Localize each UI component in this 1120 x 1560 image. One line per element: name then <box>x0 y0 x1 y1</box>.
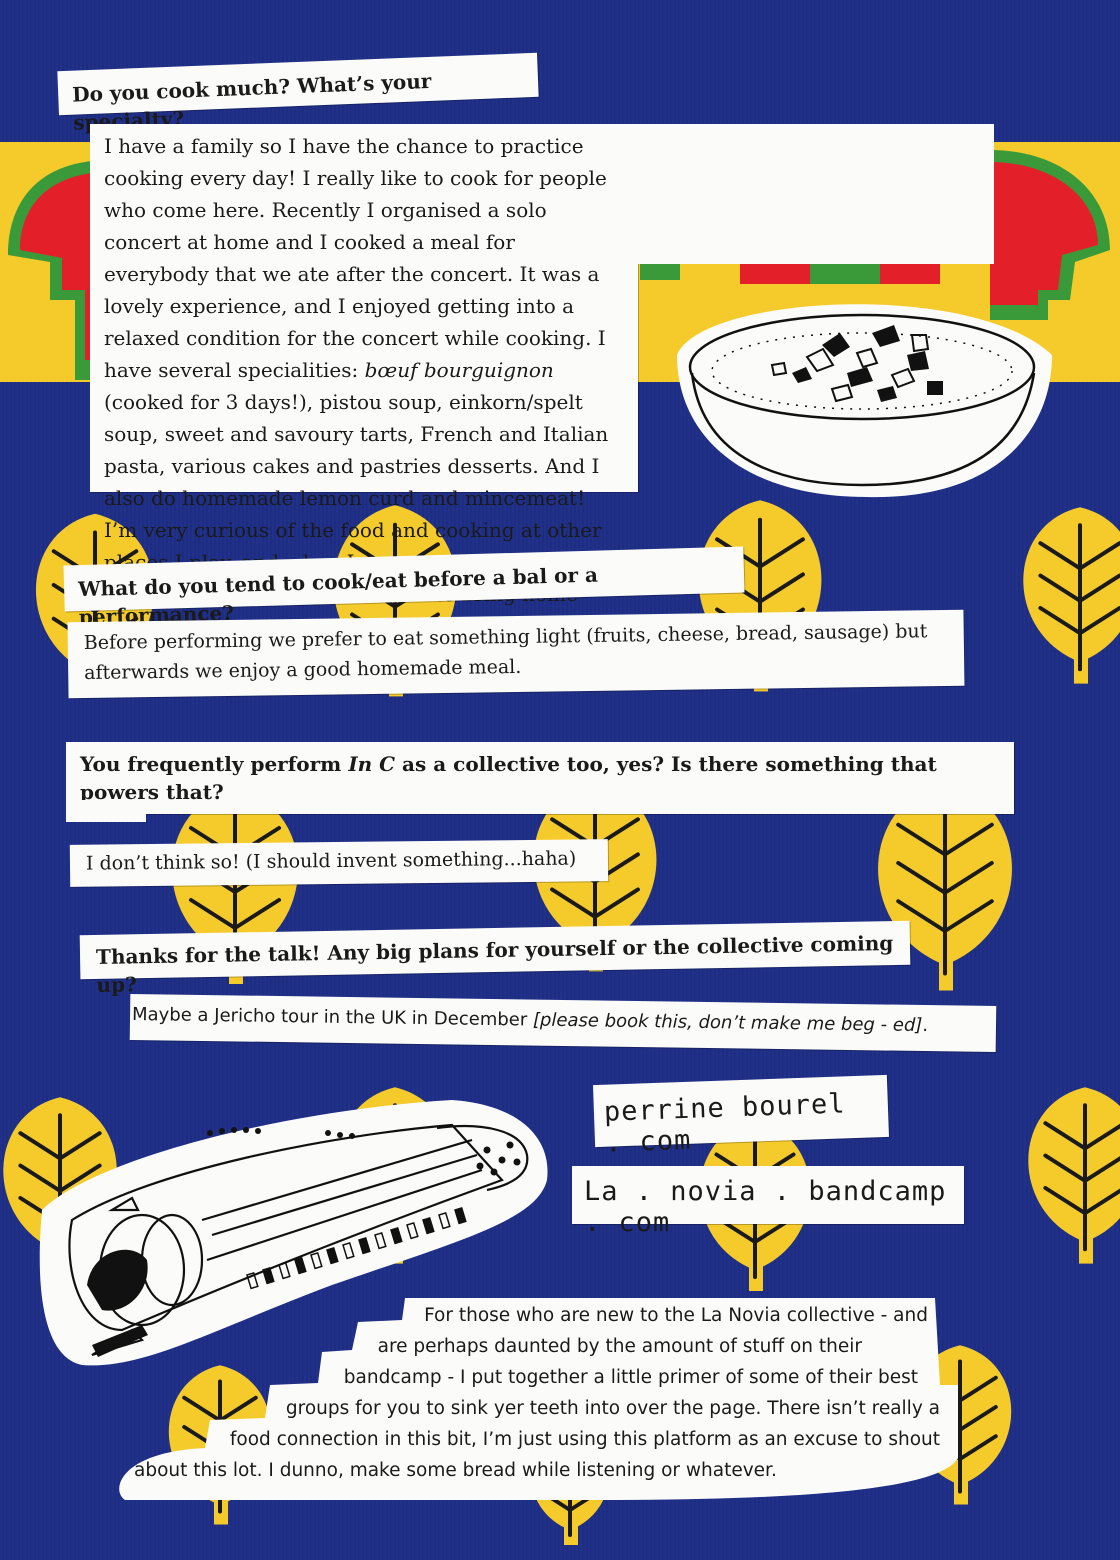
answer-cook-much: I have a family so I have the chance to … <box>90 124 638 638</box>
instrument-key <box>310 1252 323 1270</box>
note-line: about this lot. I dunno, make some bread… <box>134 1460 777 1481</box>
instrument-key <box>262 1267 275 1285</box>
instrument-key <box>374 1232 387 1250</box>
answer-cook-much-intro: I have a family so I have the chance to … <box>104 134 607 382</box>
instrument-key <box>438 1212 451 1230</box>
instrument-key <box>278 1262 291 1280</box>
tree-icon <box>1023 507 1120 684</box>
question-in-c-collective: You frequently perform In C as a collect… <box>66 742 1014 814</box>
instrument-key <box>342 1242 355 1260</box>
instrument-key <box>422 1217 435 1235</box>
question-slip-tail <box>66 800 146 822</box>
mushroom-icon <box>990 150 1110 320</box>
tree-icon <box>878 782 1012 991</box>
hurdy-gurdy-icon <box>39 1100 548 1366</box>
instrument-key <box>358 1237 371 1255</box>
answer-slip-extension <box>630 124 994 264</box>
link-la-novia-bandcamp[interactable]: La . novia . bandcamp . com <box>572 1166 964 1238</box>
note-line: are perhaps daunted by the amount of stu… <box>377 1336 862 1357</box>
note-line: food connection in this bit, I’m just us… <box>229 1429 940 1450</box>
tree-icon <box>1028 1087 1120 1264</box>
note-line: groups for you to sink yer teeth into ov… <box>285 1398 940 1419</box>
dish-name: bœuf bourguignon <box>364 358 554 382</box>
note-line: For those who are new to the La Novia co… <box>424 1305 928 1326</box>
instrument-key <box>406 1222 419 1240</box>
instrument-keys <box>246 1207 467 1290</box>
mushroom-icon <box>8 160 110 380</box>
instrument-key <box>454 1207 467 1225</box>
instrument-key <box>326 1247 339 1265</box>
question-in-c-start: You frequently perform <box>80 752 349 776</box>
note-line: bandcamp - I put together a little prime… <box>343 1367 918 1388</box>
soup-bowl-icon <box>677 304 1052 498</box>
instrument-key <box>294 1257 307 1275</box>
question-in-c-end: as a collective too, yes? Is there somet… <box>80 752 937 804</box>
instrument-key <box>390 1227 403 1245</box>
editor-note-text: For those who are new to the La Novia co… <box>120 1300 950 1486</box>
instrument-key <box>246 1272 259 1290</box>
piece-title: In C <box>348 752 396 776</box>
